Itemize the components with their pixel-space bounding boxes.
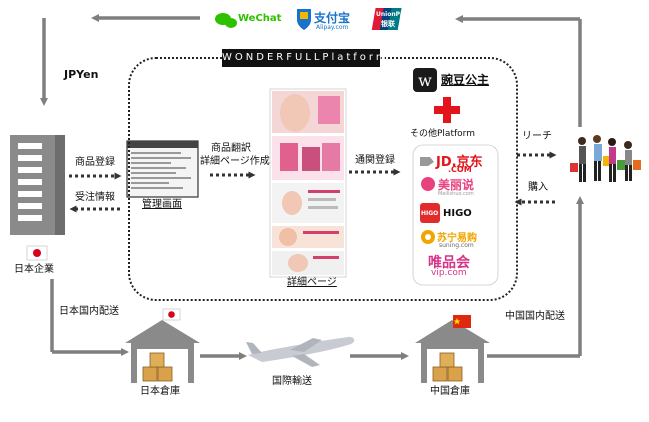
meilishuo-icon xyxy=(421,177,435,191)
top-flow-arrows xyxy=(40,14,582,127)
jd-logo-text: JD.京东 xyxy=(436,155,483,170)
meilishuo-logo-text: 美丽说 xyxy=(438,178,475,192)
reach-label: リーチ xyxy=(522,131,552,142)
higo-logo-text: HIGO xyxy=(443,208,472,219)
translate-label-line1: 商品翻訳 xyxy=(211,143,251,154)
product-register-label: 商品登録 xyxy=(75,157,115,168)
jpyen-label: JPYen xyxy=(64,68,99,81)
china-warehouse-label: 中国倉庫 xyxy=(430,386,470,397)
higo-badge-icon xyxy=(420,203,440,223)
airplane-icon xyxy=(246,336,355,367)
shoppers-icon xyxy=(570,135,641,182)
jd-dog-icon xyxy=(420,157,434,166)
higo-badge-text: HIGO xyxy=(421,210,439,217)
doudou-logo-icon: w xyxy=(413,68,437,92)
alipay-label: 支付宝 xyxy=(314,11,351,25)
suning-logo-sub: suning.com xyxy=(439,242,474,249)
detail-page-label: 詳細ページ xyxy=(287,277,337,288)
admin-screen-thumbnail xyxy=(126,140,199,198)
japan-warehouse-icon xyxy=(125,320,200,383)
logistics-arrows xyxy=(50,196,584,360)
suning-icon xyxy=(421,230,435,244)
doudou-name: 豌豆公主 xyxy=(441,73,490,87)
detail-page-thumbnail xyxy=(269,88,347,278)
wechat-label: WeChat xyxy=(238,13,282,24)
order-info-label: 受注情報 xyxy=(75,192,115,203)
japan-warehouse-label: 日本倉庫 xyxy=(140,386,180,397)
unionpay-icon xyxy=(371,8,402,30)
other-platform-label: その他Platform xyxy=(410,129,475,139)
japan-warehouse-flag-icon xyxy=(162,308,181,321)
vip-logo-sub: vip.com xyxy=(431,268,467,278)
customs-register-label: 通関登録 xyxy=(355,155,395,166)
unionpay-sub-label: 银联 xyxy=(381,20,395,28)
domestic-jp-label: 日本国内配送 xyxy=(59,306,119,317)
translate-label-line2: 詳細ページ作成 xyxy=(200,156,270,167)
intl-shipping-label: 国際輸送 xyxy=(272,376,312,387)
svg-text:w: w xyxy=(418,71,432,90)
alipay-sub-label: Alipay.com xyxy=(316,24,349,31)
meilishuo-logo-sub: Meilishuo.com xyxy=(438,191,474,197)
vip-logo-text: 唯品会 xyxy=(428,255,470,271)
platform-title: WONDERFULLPlatform xyxy=(222,49,386,67)
alipay-shield-icon xyxy=(297,9,311,30)
wechat-icon xyxy=(215,13,237,28)
china-warehouse-icon xyxy=(415,320,490,383)
dotted-arrows xyxy=(69,151,557,213)
china-flag-icon xyxy=(453,315,471,328)
red-cross-icon xyxy=(434,97,460,123)
purchase-label: 購入 xyxy=(528,182,548,193)
admin-screen-label: 管理画面 xyxy=(142,199,182,210)
suning-logo-text: 苏宁易购 xyxy=(437,233,477,244)
unionpay-label: UnionPay xyxy=(376,11,408,18)
platform-logos-panel xyxy=(412,144,499,286)
company-label: 日本企業 xyxy=(14,264,54,275)
company-building-icon xyxy=(10,135,65,235)
japan-flag-icon xyxy=(26,245,48,261)
domestic-cn-label: 中国国内配送 xyxy=(505,311,565,322)
jd-logo-sub: .COM xyxy=(448,165,472,174)
